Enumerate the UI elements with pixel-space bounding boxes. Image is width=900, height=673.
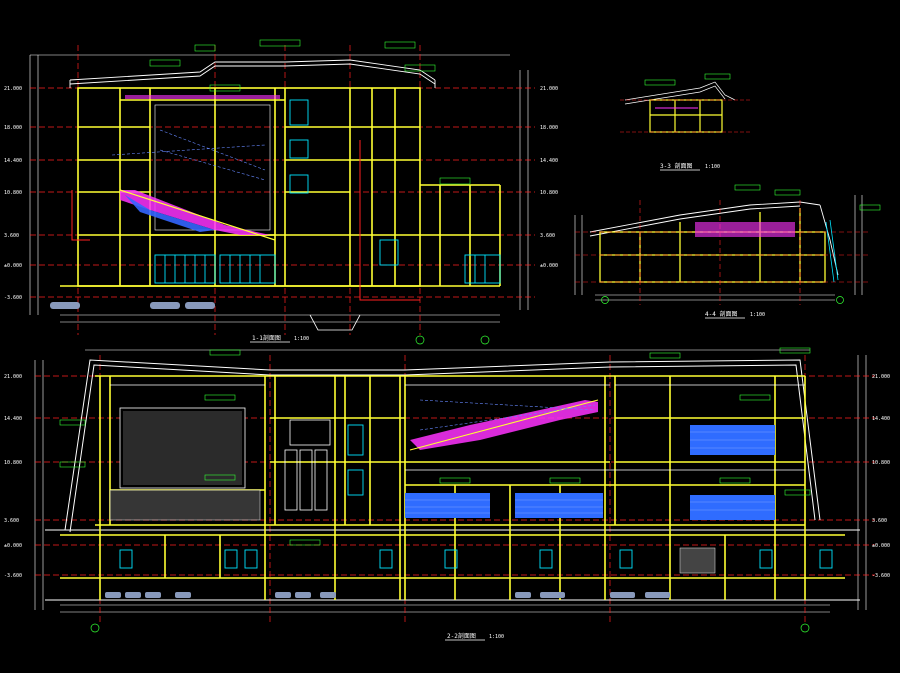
elev-tag-left: -3.600	[4, 295, 22, 301]
section-1-seating	[119, 189, 276, 241]
elev-tag-left: 3.600	[4, 233, 19, 239]
section-4-grid-axes	[575, 200, 870, 305]
section-2-glazing	[119, 424, 833, 569]
section-3-structure	[649, 99, 723, 133]
section-3-grid-axes	[620, 99, 750, 133]
section-3-annotations	[644, 73, 731, 86]
section-1-roof-beams	[125, 95, 280, 99]
section-1-annotations	[149, 39, 471, 185]
elev-tag-right: 3.600	[540, 233, 555, 239]
elev-tag-left: ±0.000	[4, 263, 22, 269]
section-4-4: 4-4 剖面图 1:100	[574, 184, 881, 319]
elev-tag-left: 21.000	[4, 86, 22, 92]
elev-tag-right: 18.000	[540, 125, 558, 131]
section-4-title: 4-4 剖面图	[705, 310, 737, 318]
elev-tag-left: 21.000	[4, 374, 22, 380]
section-4-axis-bubbles	[601, 296, 844, 304]
section-2-title: 2-2剖面图	[447, 632, 476, 640]
section-1-elevation-tags: 21.000 18.000 14.400 10.800 3.600 ±0.000…	[4, 86, 558, 301]
section-2-elevation-tags: 21.000 14.400 10.800 3.600 ±0.000 -3.600…	[4, 374, 890, 579]
section-1-roof	[69, 59, 436, 88]
section-1-axis-bubbles	[415, 335, 490, 345]
section-4-glazing	[825, 219, 839, 283]
elev-tag-right: 3.600	[872, 518, 887, 524]
elev-tag-right: 10.800	[540, 190, 558, 196]
section-1-dimension-frame	[29, 54, 529, 323]
section-4-scale: 1:100	[750, 312, 765, 318]
section-2-2: 21.000 14.400 10.800 3.600 ±0.000 -3.600…	[4, 347, 890, 641]
section-2-dimension-frame	[34, 349, 867, 613]
section-3-roof	[624, 81, 736, 105]
elev-tag-left: 14.400	[4, 416, 22, 422]
elev-tag-left: 18.000	[4, 125, 22, 131]
section-4-roof	[589, 201, 839, 276]
section-1-pipe	[71, 140, 420, 301]
section-1-parking-cars	[50, 302, 215, 309]
section-1-structure	[60, 87, 501, 287]
section-3-3: 3-3 剖面图 1:100	[620, 73, 750, 171]
elev-tag-right: ±0.000	[540, 263, 558, 269]
section-2-beams	[110, 384, 805, 471]
section-3-title-block: 3-3 剖面图 1:100	[660, 162, 720, 171]
section-2-parking-cars	[105, 592, 670, 598]
elev-tag-right: 14.400	[540, 158, 558, 164]
elev-tag-left: 14.400	[4, 158, 22, 164]
elev-tag-left: 10.800	[4, 190, 22, 196]
section-1-1: 21.000 18.000 14.400 10.800 3.600 ±0.000…	[4, 39, 558, 345]
section-1-title-block: 1-1剖面图 1:100	[250, 334, 309, 343]
section-1-scale: 1:100	[294, 336, 309, 342]
section-2-shafts	[284, 419, 331, 511]
section-1-pit	[309, 314, 361, 331]
section-1-title: 1-1剖面图	[252, 334, 281, 342]
elev-tag-right: ±0.000	[872, 543, 890, 549]
elev-tag-right: 10.800	[872, 460, 890, 466]
elev-tag-right: 14.400	[872, 416, 890, 422]
section-2-seating	[409, 399, 599, 451]
section-2-axis-bubbles	[90, 623, 810, 633]
elev-tag-left: 10.800	[4, 460, 22, 466]
elev-tag-right: 21.000	[872, 374, 890, 380]
section-2-shell	[45, 359, 860, 601]
section-3-title: 3-3 剖面图	[660, 162, 692, 170]
elev-tag-left: 3.600	[4, 518, 19, 524]
section-2-title-block: 2-2剖面图 1:100	[445, 632, 504, 641]
section-2-scale: 1:100	[489, 634, 504, 640]
section-2-blue-seating-rows	[405, 431, 775, 514]
elev-tag-left: ±0.000	[4, 543, 22, 549]
section-3-scale: 1:100	[705, 164, 720, 170]
section-1-glazing	[154, 99, 501, 284]
section-4-dimension-frame	[574, 195, 863, 301]
elev-tag-right: 21.000	[540, 86, 558, 92]
section-2-screen-wall	[109, 407, 261, 521]
section-2-stair-block	[679, 547, 716, 574]
section-2-annotations	[59, 347, 811, 546]
section-4-title-block: 4-4 剖面图 1:100	[705, 310, 765, 319]
section-4-structure	[599, 208, 826, 283]
elev-tag-left: -3.600	[4, 573, 22, 579]
section-1-stage	[111, 104, 271, 231]
section-4-annotations	[734, 184, 881, 211]
elev-tag-right: -3.600	[872, 573, 890, 579]
section-4-seating	[695, 222, 795, 237]
